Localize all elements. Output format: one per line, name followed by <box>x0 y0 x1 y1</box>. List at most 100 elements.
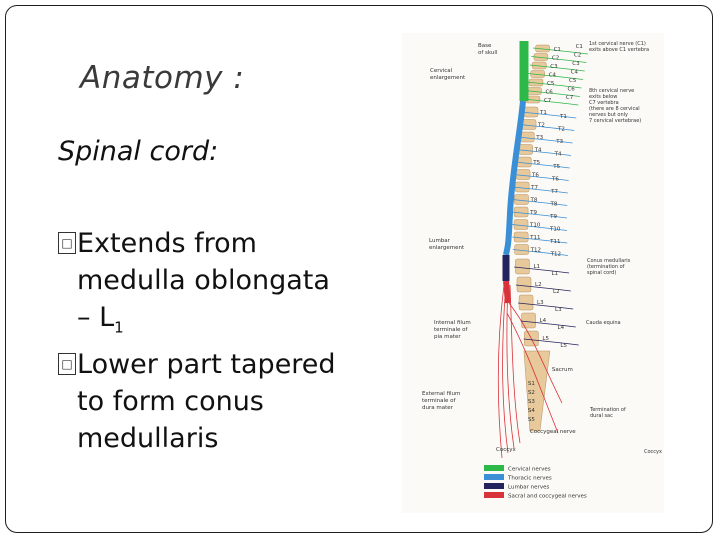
legend-swatch-thoracic <box>484 474 504 480</box>
vertebra-label: T10 <box>529 223 541 229</box>
label-external-filum: terminale of <box>422 398 456 404</box>
vertebra-label: Coccygeal nerve <box>530 429 576 435</box>
bullet-line: Extends from <box>77 228 257 259</box>
bullet-item: □ Extends from medulla oblongata – L1 <box>58 225 358 346</box>
nerve-root <box>511 211 568 219</box>
bullet-line: medullaris <box>77 423 219 455</box>
nerve-root <box>512 249 568 256</box>
bullet-glyph-icon: □ <box>58 232 76 254</box>
vertebra-label: C7 <box>544 98 552 104</box>
label-eighth-cervical: nerves but only <box>589 112 628 118</box>
label-first-cervical: 1st cervical nerve (C1) <box>589 41 646 47</box>
vertebra-label: C4 <box>549 73 557 79</box>
nerve-root <box>523 98 579 106</box>
vertebra-label: T8 <box>529 198 537 204</box>
vertebra-label: T4 <box>554 152 562 158</box>
vertebra-label: T2 <box>557 127 565 133</box>
vertebra-label: C6 <box>545 90 553 96</box>
bullet-line: medulla oblongata <box>77 265 330 296</box>
vertebra-label: C5 <box>547 81 555 87</box>
vertebra-label: C2 <box>574 53 581 59</box>
nerve-root <box>529 64 585 72</box>
left-labels: Base of skull Cervical enlargement Lumba… <box>422 43 517 453</box>
label-termination-dural-sac: Termination of <box>589 407 626 413</box>
vertebra-label: T3 <box>555 139 563 145</box>
vertebra-label: L5 <box>560 343 567 349</box>
label-termination-dural-sac: dural sac <box>590 413 613 419</box>
vertebra-label: T12 <box>530 248 541 254</box>
nerve-root <box>524 90 580 97</box>
label-eighth-cervical: (there are 8 cervical <box>589 106 640 112</box>
legend-swatch-sacral <box>484 492 504 498</box>
vertebra-label: T10 <box>549 227 561 233</box>
slide-title: Anatomy : <box>80 60 245 96</box>
vertebra-label: L4 <box>540 318 547 324</box>
vertebra-label: T11 <box>549 239 560 245</box>
nerve-root <box>514 266 570 274</box>
sacrum-bone <box>523 350 551 432</box>
vertebra-bone <box>521 119 537 130</box>
label-eighth-cervical: C7 vertebra <box>589 100 619 106</box>
vertebral-column <box>513 44 551 432</box>
thoracic-cord-segment <box>503 100 526 256</box>
vertebra-bone <box>515 169 531 180</box>
label-conus-medullaris: Conus medullaris <box>587 258 631 264</box>
nerve-root <box>528 73 584 80</box>
vertebra-label: T5 <box>532 160 540 166</box>
label-cervical-enlargement: Cervical <box>430 68 453 74</box>
vertebra-bone <box>515 258 530 275</box>
vertebra-bone <box>516 276 532 293</box>
vertebra-label: T8 <box>549 202 557 208</box>
vertebra-label: C1 <box>554 47 561 53</box>
nerve-root <box>523 338 579 346</box>
label-external-filum: External filum <box>422 391 460 397</box>
vertebra-label: L4 <box>558 325 565 331</box>
label-eighth-cervical: exits below <box>589 94 617 100</box>
vertebra-bone <box>519 131 535 143</box>
vertebra-label: L3 <box>537 300 544 306</box>
vertebra-bone <box>521 312 536 329</box>
bullet-glyph-icon: □ <box>58 353 76 376</box>
vertebra-bone <box>514 194 529 205</box>
nerve-root <box>532 47 589 55</box>
legend-label: Sacral and coccygeal nerves <box>508 494 587 500</box>
label-internal-filum: Internal filum <box>434 320 471 326</box>
spinal-cord-figure: Base of skull Cervical enlargement Lumba… <box>402 33 664 513</box>
vertebra-label: T5 <box>552 164 560 170</box>
vertebra-label: L5 <box>542 336 549 342</box>
legend-label: Lumbar nerves <box>508 485 549 491</box>
vertebra-label: L1 <box>551 271 558 277</box>
vertebra-label: L3 <box>555 307 562 313</box>
nerve-root <box>531 56 587 63</box>
vertebra-label: C3 <box>550 64 558 70</box>
cauda-equina <box>497 282 563 459</box>
nerve-root <box>512 199 568 206</box>
vertebra-label: C6 <box>567 87 575 93</box>
vertebra-bone <box>514 181 530 193</box>
nerve-root <box>515 149 572 156</box>
bullet-line: Lower part tapered <box>77 349 336 381</box>
legend-swatch-lumbar <box>484 483 504 489</box>
label-coccyx-right: Coccyx <box>644 449 662 455</box>
label-cauda-equina: Cauda equina <box>586 320 621 326</box>
bullet-subscript: 1 <box>114 318 124 337</box>
legend-label: Cervical nerves <box>508 467 551 473</box>
vertebra-label: T7 <box>530 185 538 191</box>
vertebra-label: S4 <box>528 408 535 414</box>
vertebra-bone <box>516 156 532 168</box>
vertebra-label: L2 <box>535 282 542 288</box>
vertebra-label: T9 <box>549 214 557 220</box>
vertebra-label: L2 <box>553 289 560 295</box>
vertebra-label: T9 <box>529 210 537 216</box>
figure-background <box>402 33 664 513</box>
vertebra-label: T6 <box>531 173 539 179</box>
vertebra-label: T1 <box>539 110 547 116</box>
label-internal-filum: terminale of <box>434 327 468 333</box>
vertebra-label: T3 <box>535 135 543 141</box>
vertebra-label: T4 <box>534 148 542 154</box>
nerve-root <box>519 124 575 131</box>
label-cervical-enlargement: enlargement <box>430 75 466 81</box>
vertebra-label: S2 <box>528 390 535 396</box>
label-lumbar-enlargement: enlargement <box>429 245 465 251</box>
